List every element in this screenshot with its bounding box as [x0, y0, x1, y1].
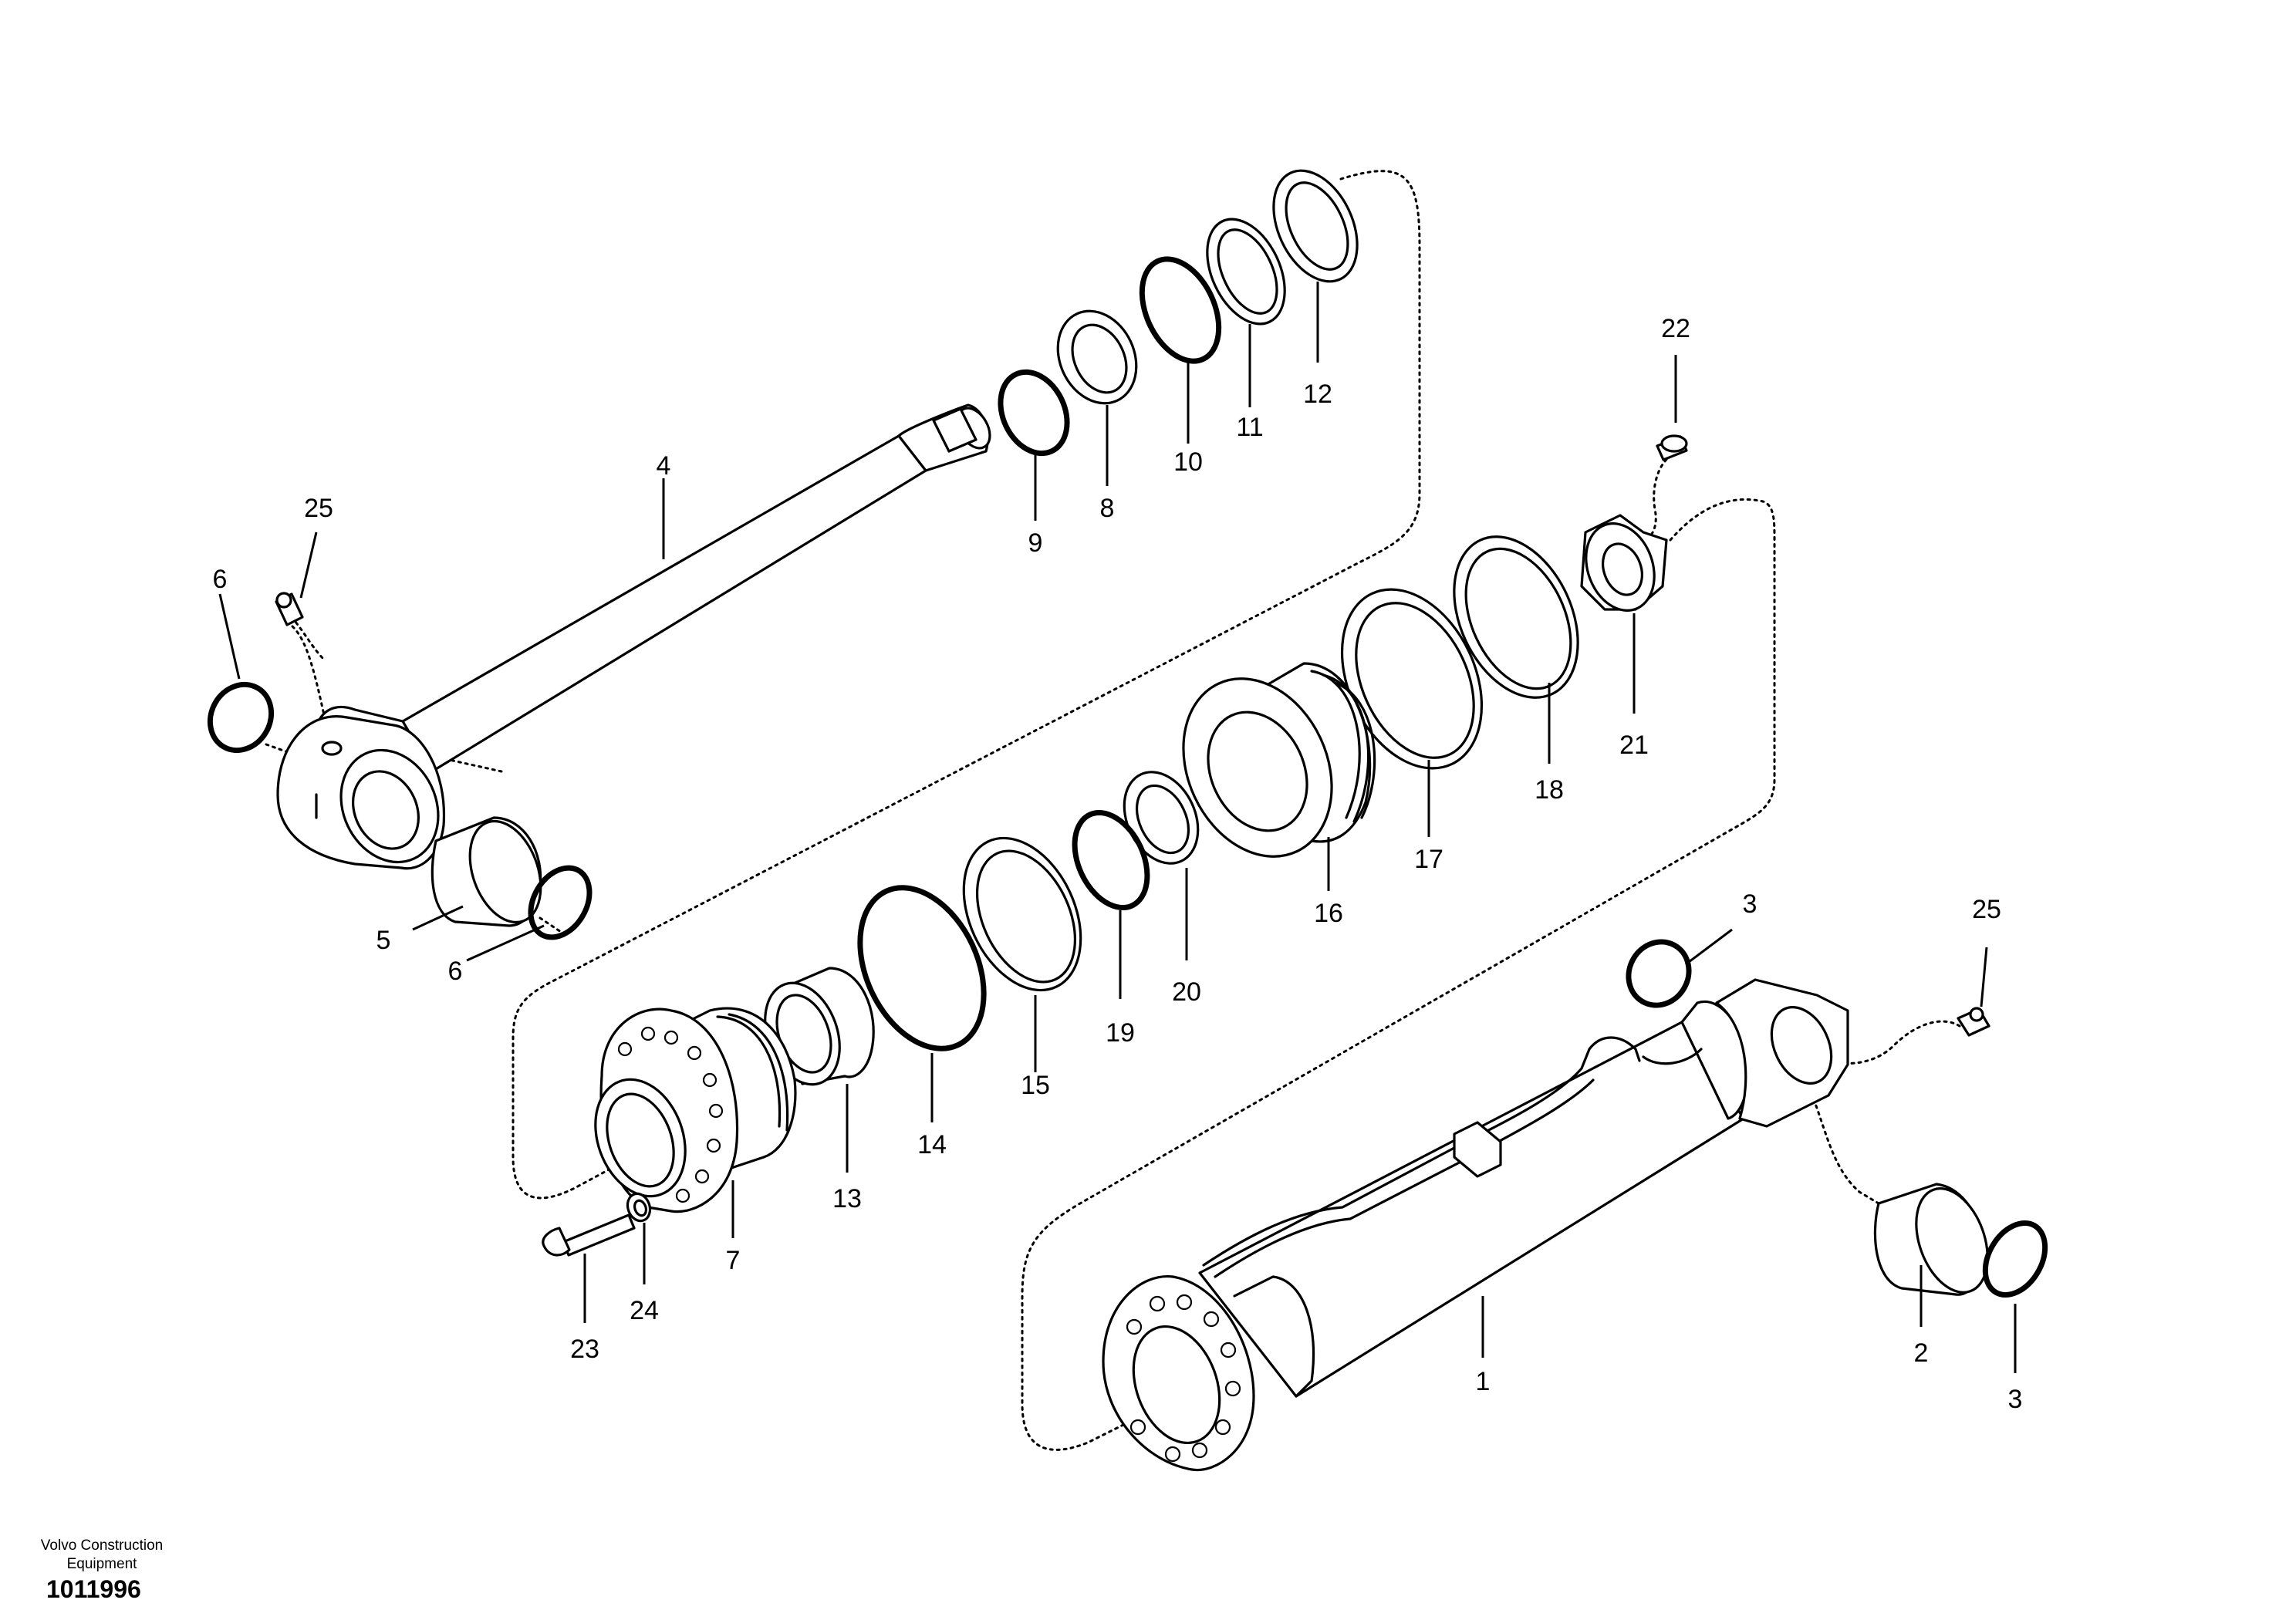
washer-24: [626, 1192, 652, 1223]
callout-22: 22: [1661, 314, 1690, 343]
dust-seal-3-upper: [1626, 939, 1692, 1008]
wear-ring-17: [1340, 588, 1484, 770]
callout-2: 2: [1914, 1338, 1929, 1368]
dust-wiper-12: [1272, 169, 1359, 283]
drawing-number: 1011996: [46, 1575, 141, 1603]
callout-8: 8: [1100, 494, 1115, 523]
callout-7: 7: [726, 1246, 741, 1275]
callout-16: 16: [1314, 899, 1343, 928]
grease-nipple-25-upper: [275, 592, 304, 626]
callout-6-lower: 6: [448, 957, 463, 986]
cushion-ring-15: [962, 836, 1082, 992]
o-ring-19: [1072, 809, 1150, 911]
callout-17: 17: [1414, 845, 1443, 874]
backup-ring-20: [1123, 771, 1200, 865]
piston-nut-21: [1580, 514, 1668, 612]
socket-bolt-23: [542, 1213, 636, 1257]
grease-nipple-25-lower: [1957, 1007, 1990, 1037]
bushing-2: [1873, 1183, 1989, 1296]
dust-seal-6-lower: [528, 865, 593, 940]
callout-11: 11: [1236, 413, 1263, 442]
callout-24: 24: [630, 1296, 659, 1325]
piston-16: [1182, 662, 1376, 858]
o-ring-10: [1139, 256, 1222, 364]
callout-25-lower: 25: [1972, 895, 2001, 924]
callout-9: 9: [1028, 528, 1043, 558]
dust-seal-6-upper: [207, 681, 275, 754]
callout-12: 12: [1303, 380, 1332, 409]
dust-seal-3-lower: [1982, 1220, 2048, 1298]
callout-15: 15: [1021, 1071, 1050, 1100]
leader-lines: [218, 282, 2017, 1373]
callout-23: 23: [570, 1335, 599, 1364]
callout-10: 10: [1173, 447, 1203, 477]
callout-20: 20: [1172, 977, 1201, 1007]
callout-5: 5: [376, 926, 391, 955]
callout-1: 1: [1476, 1367, 1491, 1396]
callout-14: 14: [917, 1130, 947, 1159]
callout-3-upper: 3: [1743, 889, 1757, 919]
backup-ring-11: [1206, 218, 1286, 326]
callout-21: 21: [1619, 731, 1649, 760]
cylinder-head-7: [594, 1007, 797, 1213]
callout-18: 18: [1535, 775, 1564, 805]
callout-19: 19: [1106, 1018, 1135, 1048]
rod-seal-8: [1056, 309, 1138, 405]
callout-4: 4: [657, 451, 671, 481]
company-caption: Volvo Construction Equipment: [0, 1537, 204, 1574]
callout-numbers: 4 25 6 5 6 9 8 10 11 12 22 21 18 17 16 2…: [213, 314, 2023, 1414]
callout-3-lower: 3: [2008, 1385, 2023, 1414]
company-line-1: Volvo Construction: [40, 1537, 164, 1554]
bushing-5: [430, 816, 542, 927]
callout-25-upper: 25: [304, 494, 333, 523]
o-ring-14: [857, 885, 987, 1051]
callout-13: 13: [832, 1184, 862, 1213]
callout-6-upper: 6: [213, 565, 228, 594]
set-screw-22: [1656, 434, 1688, 461]
snap-ring-9: [998, 369, 1070, 457]
company-line-2: Equipment: [66, 1556, 137, 1572]
piston-seal-18: [1453, 535, 1579, 699]
piston-rod-4: [276, 403, 991, 870]
cylinder-tube-1: [1102, 978, 1849, 1472]
